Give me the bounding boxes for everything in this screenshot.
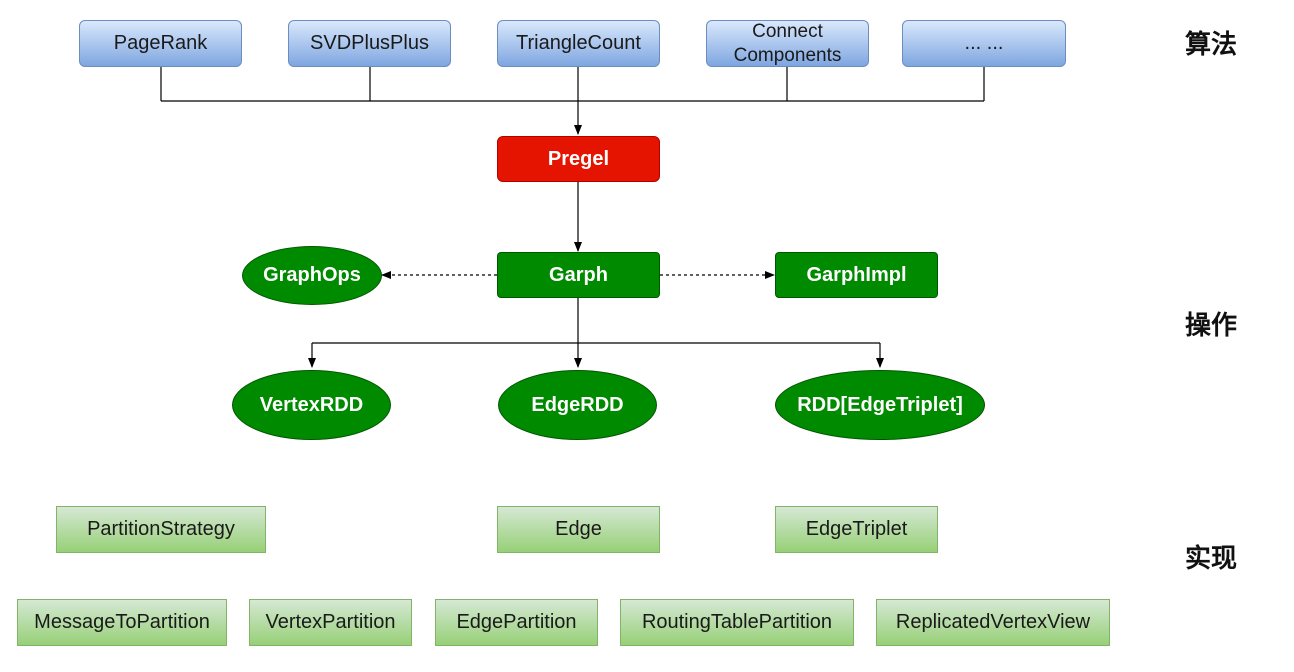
graph-box: Garph [497,252,660,298]
impl-replicatedvertexview: ReplicatedVertexView [876,599,1110,646]
impl-messagetopartition: MessageToPartition [17,599,227,646]
algorithm-svdplusplus: SVDPlusPlus [288,20,451,67]
vertexrdd-ellipse: VertexRDD [232,370,391,440]
graphops-ellipse: GraphOps [242,246,382,305]
impl-edgepartition: EdgePartition [435,599,598,646]
algorithm-pagerank: PageRank [79,20,242,67]
impl-edgetriplet: EdgeTriplet [775,506,938,553]
impl-vertexpartition: VertexPartition [249,599,412,646]
layer-label-algorithm: 算法 [1185,30,1238,60]
graphimpl-box: GarphImpl [775,252,938,298]
impl-partitionstrategy: PartitionStrategy [56,506,266,553]
edgerdd-ellipse: EdgeRDD [498,370,657,440]
layer-label-implementation: 实现 [1185,544,1238,574]
pregel-box: Pregel [497,136,660,182]
impl-routingtablepartition: RoutingTablePartition [620,599,854,646]
algorithm-trianglecount: TriangleCount [497,20,660,67]
algorithm-more: ... ... [902,20,1066,67]
algorithm-connect-components: Connect Components [706,20,869,67]
impl-edge: Edge [497,506,660,553]
layer-label-operation: 操作 [1185,311,1238,341]
edgetriplet-rdd-ellipse: RDD[EdgeTriplet] [775,370,985,440]
